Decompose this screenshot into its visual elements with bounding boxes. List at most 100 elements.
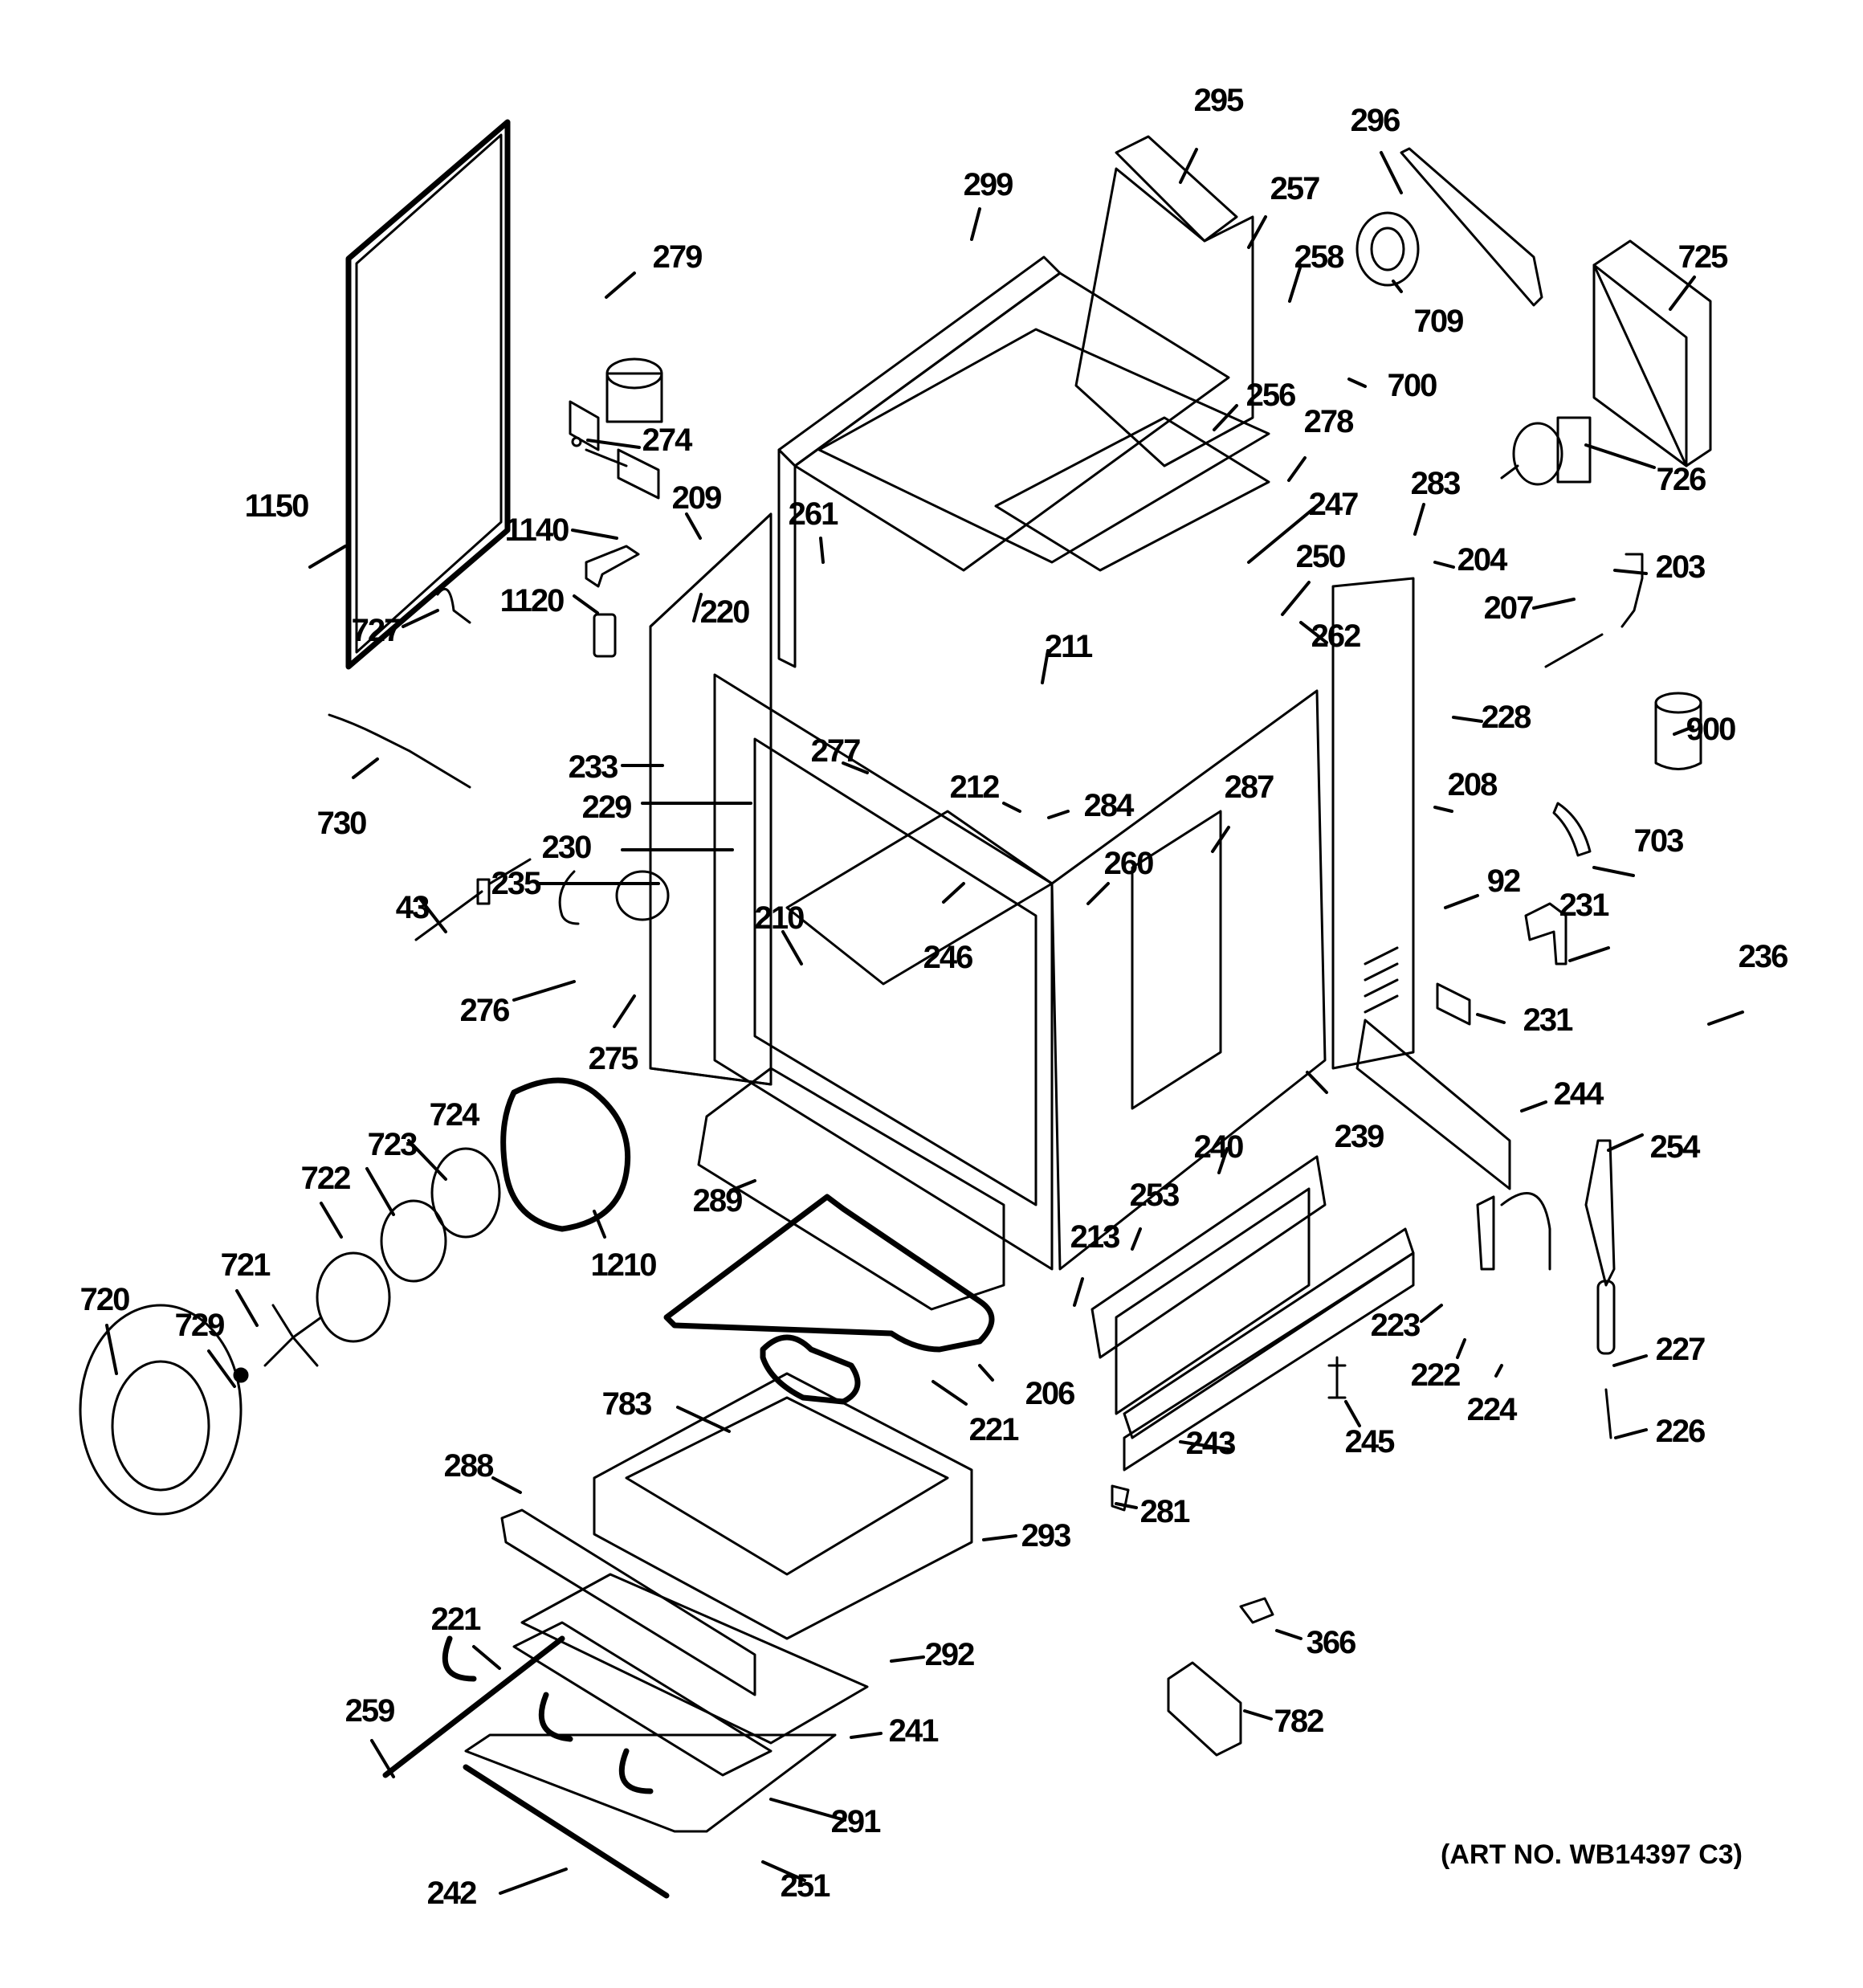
part-label[interactable]: 274 — [642, 423, 693, 458]
igniter-part — [414, 858, 532, 941]
part-label[interactable]: 228 — [1481, 700, 1532, 735]
part-label[interactable]: 723 — [367, 1127, 418, 1162]
part-label[interactable]: 299 — [963, 167, 1014, 202]
part-label[interactable]: 246 — [923, 940, 974, 975]
part-label[interactable]: 243 — [1185, 1426, 1237, 1461]
part-label[interactable]: 250 — [1295, 539, 1347, 574]
part-label[interactable]: 276 — [459, 993, 511, 1028]
art-number: (ART NO. WB14397 C3) — [1441, 1839, 1743, 1870]
lamp-cover-part — [615, 870, 670, 921]
part-label[interactable]: 230 — [541, 830, 593, 865]
part-label[interactable]: 291 — [830, 1804, 882, 1839]
part-label[interactable]: 229 — [581, 790, 633, 825]
part-label[interactable]: 283 — [1410, 466, 1461, 501]
part-label[interactable]: 211 — [1044, 629, 1094, 664]
part-label[interactable]: 727 — [351, 613, 402, 648]
leader-lines — [105, 148, 1744, 1895]
part-label[interactable]: 262 — [1311, 618, 1362, 654]
part-label[interactable]: 220 — [699, 594, 751, 630]
part-label[interactable]: 709 — [1413, 304, 1465, 339]
part-label[interactable]: 277 — [810, 733, 862, 769]
part-label[interactable]: 227 — [1655, 1332, 1706, 1367]
part-label[interactable]: 726 — [1656, 462, 1707, 497]
part-label[interactable]: 1210 — [590, 1247, 658, 1283]
part-label[interactable]: 366 — [1306, 1625, 1357, 1660]
vent-duct-part — [1074, 135, 1254, 467]
oven-cavity-frame — [649, 255, 1415, 1271]
part-label[interactable]: 288 — [443, 1448, 495, 1484]
fan-plate-part — [316, 1251, 391, 1343]
part-label[interactable]: 284 — [1083, 788, 1135, 823]
part-label[interactable]: 221 — [968, 1412, 1020, 1447]
part-label[interactable]: 222 — [1410, 1357, 1461, 1393]
lower-frame-parts — [1090, 1155, 1415, 1472]
part-label[interactable]: 204 — [1457, 542, 1508, 578]
part-label[interactable]: 233 — [568, 749, 619, 785]
part-label[interactable]: 722 — [300, 1161, 352, 1196]
part-label[interactable]: 258 — [1294, 239, 1345, 275]
part-label[interactable]: 278 — [1303, 404, 1355, 439]
part-label[interactable]: 43 — [395, 890, 430, 925]
part-label[interactable]: 720 — [79, 1282, 131, 1317]
part-label[interactable]: 295 — [1193, 83, 1245, 118]
part-label[interactable]: 226 — [1655, 1414, 1706, 1449]
part-label[interactable]: 207 — [1483, 590, 1535, 626]
part-label[interactable]: 213 — [1070, 1219, 1121, 1255]
part-label[interactable]: 210 — [754, 900, 805, 936]
bracket-part-231b — [1436, 982, 1471, 1026]
part-label[interactable]: 203 — [1655, 549, 1706, 585]
part-label[interactable]: 240 — [1193, 1129, 1245, 1165]
part-label[interactable]: 260 — [1103, 846, 1155, 881]
part-label[interactable]: 725 — [1678, 239, 1729, 275]
part-label[interactable]: 261 — [788, 496, 839, 532]
part-label[interactable]: 223 — [1370, 1308, 1421, 1343]
part-label[interactable]: 730 — [316, 806, 368, 841]
part-label[interactable]: 292 — [924, 1637, 976, 1672]
part-label[interactable]: 782 — [1274, 1704, 1325, 1739]
part-label[interactable]: 235 — [491, 866, 542, 901]
part-label[interactable]: 259 — [344, 1693, 396, 1729]
part-label[interactable]: 208 — [1447, 767, 1498, 802]
part-label[interactable]: 241 — [888, 1713, 940, 1749]
part-label[interactable]: 703 — [1633, 823, 1685, 859]
part-label[interactable]: 231 — [1523, 1002, 1574, 1038]
screw-part — [571, 436, 582, 447]
part-label[interactable]: 239 — [1334, 1119, 1385, 1154]
part-label[interactable]: 231 — [1559, 888, 1610, 923]
part-label[interactable]: 254 — [1649, 1129, 1701, 1165]
part-label[interactable]: 251 — [780, 1868, 831, 1904]
part-label[interactable]: 287 — [1224, 769, 1275, 805]
part-label[interactable]: 724 — [429, 1097, 480, 1133]
part-label[interactable]: 242 — [426, 1876, 478, 1911]
part-label[interactable]: 721 — [220, 1247, 271, 1283]
part-label[interactable]: 245 — [1344, 1424, 1396, 1459]
part-label[interactable]: 221 — [430, 1602, 482, 1637]
part-label[interactable]: 289 — [692, 1183, 744, 1219]
part-label[interactable]: 224 — [1466, 1392, 1518, 1427]
part-label[interactable]: 275 — [588, 1041, 639, 1076]
part-label[interactable]: 92 — [1486, 863, 1521, 899]
part-label[interactable]: 256 — [1245, 378, 1297, 413]
part-label[interactable]: 700 — [1387, 368, 1438, 403]
part-label[interactable]: 1140 — [504, 512, 570, 548]
part-label[interactable]: 247 — [1308, 487, 1360, 522]
part-label[interactable]: 279 — [652, 239, 703, 275]
part-label[interactable]: 244 — [1553, 1076, 1604, 1112]
bracket-part-231 — [1524, 902, 1567, 965]
bracket-part-703 — [1552, 802, 1592, 857]
part-label[interactable]: 729 — [174, 1308, 226, 1343]
part-label[interactable]: 206 — [1025, 1376, 1076, 1411]
part-label[interactable]: 209 — [671, 480, 723, 516]
part-label[interactable]: 900 — [1686, 712, 1737, 747]
part-label[interactable]: 783 — [601, 1386, 653, 1422]
part-label[interactable]: 257 — [1270, 171, 1321, 206]
part-label[interactable]: 293 — [1021, 1518, 1072, 1553]
part-label[interactable]: 1150 — [244, 488, 310, 524]
part-label[interactable]: 281 — [1139, 1494, 1191, 1529]
part-label[interactable]: 1120 — [499, 583, 565, 618]
part-label[interactable]: 212 — [949, 769, 1001, 805]
part-label[interactable]: 296 — [1350, 103, 1401, 138]
part-label[interactable]: 236 — [1738, 939, 1789, 974]
part-label[interactable]: 253 — [1129, 1178, 1180, 1213]
bracket-part — [585, 545, 640, 588]
